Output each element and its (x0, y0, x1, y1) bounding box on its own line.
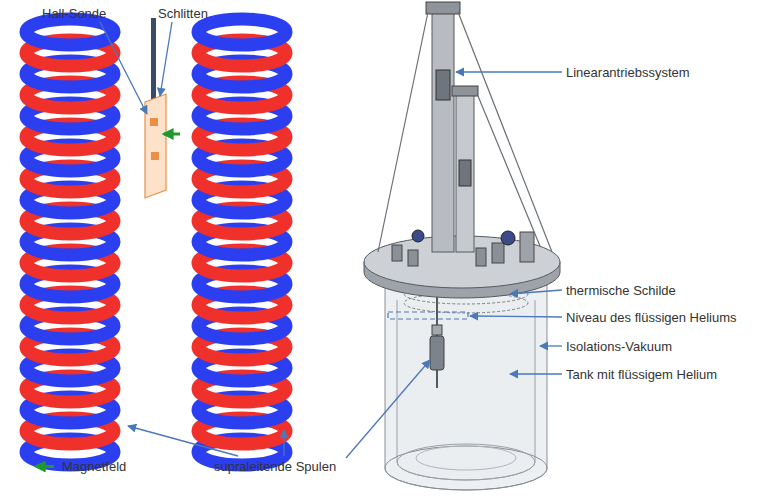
callout-label: Isolations-Vakuum (566, 339, 672, 354)
callout-label: thermische Schilde (566, 283, 676, 298)
feedthrough (492, 243, 504, 263)
leader-lines (100, 22, 562, 458)
drive-column (432, 8, 454, 252)
coil-insert (432, 325, 442, 335)
leader-line (456, 71, 562, 72)
superconducting-coil-stack (26, 19, 114, 465)
legend-item: Magnetfeld (30, 459, 126, 474)
support-cable (458, 12, 552, 252)
hall-sensor (150, 118, 158, 126)
vessel-bottom (385, 446, 547, 490)
sled-plate (145, 94, 166, 198)
field-arrow-sample (36, 465, 54, 468)
leader-line (470, 316, 562, 317)
leader-line (100, 22, 147, 114)
callout-label: Schlitten (158, 6, 208, 21)
field-arrow (164, 133, 180, 136)
leader-line (510, 373, 562, 374)
callout-label: Hall-Sonde (42, 6, 106, 21)
hall-sensor (151, 152, 159, 160)
coil-insert (430, 336, 444, 370)
helium-tank (397, 300, 535, 480)
callout-label: supraleitende Spulen (214, 459, 336, 474)
callout-label: Tank mit flüssigem Helium (566, 367, 717, 382)
drive-carriage (459, 160, 471, 186)
valve (412, 230, 424, 242)
vacuum-vessel (385, 285, 547, 490)
drive-carriage (436, 70, 450, 100)
support-cable (378, 12, 428, 252)
valve-body (520, 232, 534, 262)
leader-line (128, 426, 238, 456)
support-cable (478, 96, 540, 246)
leader-line (346, 360, 430, 458)
leader-line (283, 430, 284, 456)
feedthrough (408, 250, 418, 266)
legend-swatch (30, 460, 56, 472)
drive-head (452, 86, 478, 96)
tank-bottom (397, 444, 535, 480)
callout-label: Linearantriebssystem (566, 65, 690, 80)
callout-label: Niveau des flüssigen Heliums (566, 310, 737, 325)
probe-rod (151, 18, 156, 104)
feedthrough (476, 248, 486, 266)
leader-line (540, 345, 562, 346)
legend-text: Magnetfeld (62, 459, 126, 474)
cryostat (364, 2, 560, 490)
feedthrough (392, 245, 402, 261)
leader-line (160, 22, 172, 96)
helium-level (388, 312, 468, 319)
leader-line (510, 290, 562, 294)
valve (501, 231, 515, 245)
superconducting-coil-stack (198, 19, 286, 465)
tank-bottom-ring (416, 446, 516, 470)
drive-column (456, 92, 474, 252)
drive-head (426, 2, 460, 14)
